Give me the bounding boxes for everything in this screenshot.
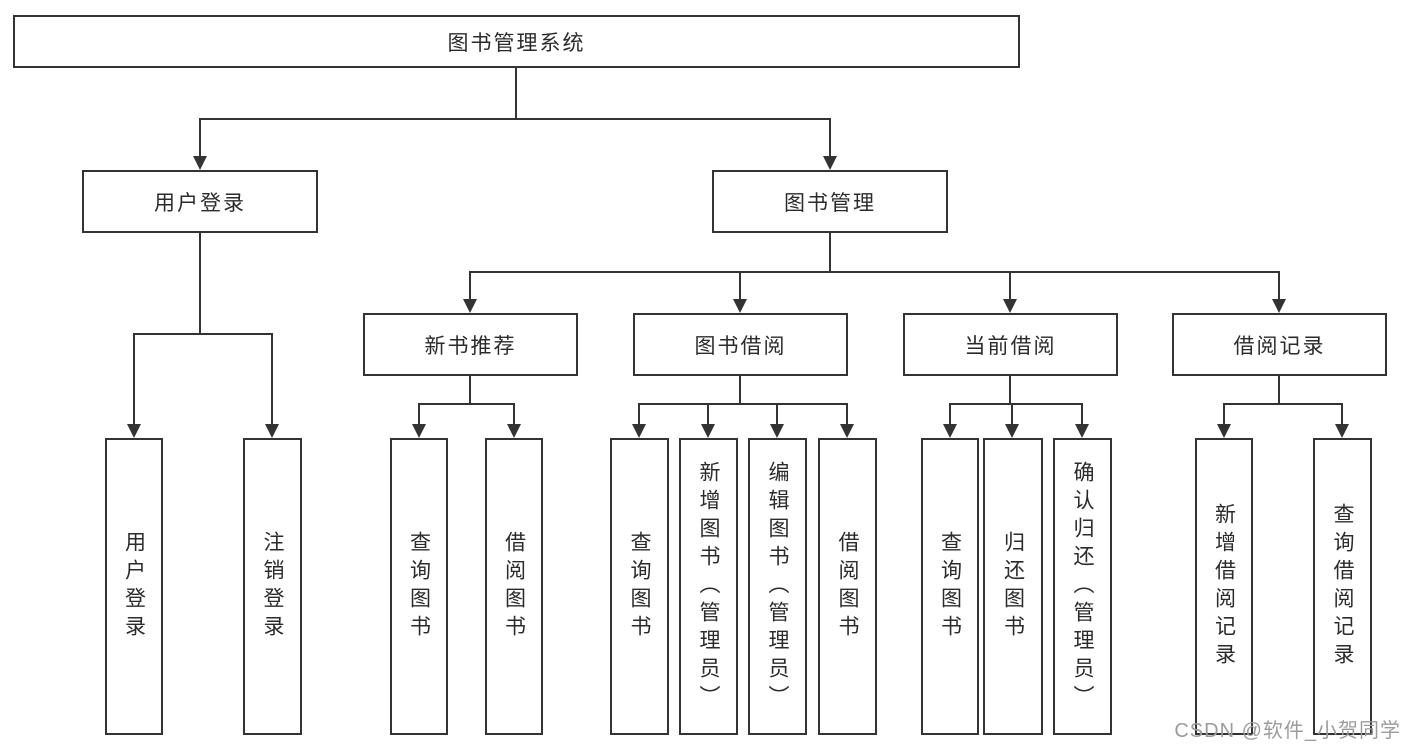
node-borrowing-records: 借阅记录 [1172, 313, 1387, 376]
node-label: 查询图书 [628, 530, 651, 643]
connector-vline [199, 233, 201, 335]
node-label: 归还图书 [1001, 530, 1025, 643]
node-label: 借阅图书 [836, 530, 859, 643]
connector-vline [271, 333, 273, 424]
node-leaf-edit-book-admin: 编辑图书（管理员） [748, 438, 807, 735]
node-label: 注销登录 [261, 530, 284, 643]
connector-vline [515, 67, 517, 120]
arrow-down-icon [1075, 424, 1089, 438]
node-leaf-borrow-books-recommend: 借阅图书 [485, 438, 543, 735]
node-current-borrowing: 当前借阅 [903, 313, 1118, 376]
connector-vline [1009, 271, 1011, 299]
node-label: 查询借阅记录 [1331, 502, 1354, 671]
node-leaf-query-books-recommend: 查询图书 [390, 438, 448, 735]
arrow-down-icon [1005, 424, 1019, 438]
node-label: 新增借阅记录 [1212, 502, 1236, 671]
node-label: 编辑图书（管理员） [766, 460, 789, 713]
arrow-down-icon [127, 424, 141, 438]
node-leaf-query-books-current: 查询图书 [921, 438, 979, 735]
connector-vline [1081, 403, 1083, 424]
node-new-book-recommendation: 新书推荐 [363, 313, 578, 376]
node-book-management: 图书管理 [712, 170, 948, 233]
connector-vline [469, 271, 471, 299]
connector-vline [418, 403, 420, 424]
arrow-down-icon [733, 299, 747, 313]
connector-vline [846, 403, 848, 424]
node-leaf-confirm-return-admin: 确认归还（管理员） [1053, 438, 1112, 735]
connector-vline [638, 403, 640, 424]
connector-hline [1224, 403, 1342, 405]
node-label: 新增图书（管理员） [697, 460, 720, 713]
arrow-down-icon [823, 156, 837, 170]
arrow-down-icon [1335, 424, 1349, 438]
connector-hline [470, 271, 1280, 273]
node-label: 确认归还（管理员） [1071, 460, 1094, 713]
connector-vline [739, 271, 741, 299]
arrow-down-icon [1272, 299, 1286, 313]
connector-vline [133, 333, 135, 424]
node-leaf-logout: 注销登录 [243, 438, 302, 735]
connector-hline [950, 403, 1082, 405]
connector-vline [829, 118, 831, 156]
node-leaf-user-login: 用户登录 [105, 438, 163, 735]
node-label: 查询图书 [938, 530, 962, 643]
connector-vline [707, 403, 709, 424]
node-book-borrowing: 图书借阅 [633, 313, 848, 376]
node-label: 图书管理 [784, 191, 876, 215]
arrow-down-icon [507, 424, 521, 438]
connector-vline [1223, 403, 1225, 424]
arrow-down-icon [632, 424, 646, 438]
node-label: 查询图书 [407, 530, 431, 643]
arrow-down-icon [265, 424, 279, 438]
connector-vline [1278, 375, 1280, 405]
connector-vline [469, 375, 471, 405]
connector-vline [513, 403, 515, 424]
node-user-login: 用户登录 [82, 170, 318, 233]
connector-vline [829, 233, 831, 273]
node-leaf-return-books: 归还图书 [983, 438, 1043, 735]
connector-vline [1009, 375, 1011, 405]
connector-vline [949, 403, 951, 424]
connector-vline [1011, 403, 1013, 424]
arrow-down-icon [1003, 299, 1017, 313]
arrow-down-icon [1217, 424, 1231, 438]
node-leaf-query-borrow-record: 查询借阅记录 [1313, 438, 1372, 735]
node-leaf-borrow-books: 借阅图书 [818, 438, 877, 735]
connector-vline [776, 403, 778, 424]
node-label: 借阅图书 [502, 530, 526, 643]
arrow-down-icon [943, 424, 957, 438]
connector-hline [419, 403, 514, 405]
arrow-down-icon [770, 424, 784, 438]
node-label: 借阅记录 [1233, 334, 1326, 358]
connector-vline [199, 118, 201, 156]
node-leaf-add-book-admin: 新增图书（管理员） [679, 438, 738, 735]
node-leaf-query-books-borrowing: 查询图书 [610, 438, 669, 735]
connector-vline [1278, 271, 1280, 299]
connector-hline [199, 118, 831, 120]
node-label: 用户登录 [122, 530, 146, 643]
node-label: 图书管理系统 [447, 31, 586, 55]
arrow-down-icon [463, 299, 477, 313]
node-leaf-add-borrow-record: 新增借阅记录 [1195, 438, 1253, 735]
arrow-down-icon [412, 424, 426, 438]
watermark: CSDN @软件_小贺同学 [1174, 720, 1401, 742]
connector-hline [134, 333, 272, 335]
connector-hline [639, 403, 847, 405]
node-label: 用户登录 [154, 191, 246, 215]
arrow-down-icon [193, 156, 207, 170]
arrow-down-icon [701, 424, 715, 438]
node-label: 新书推荐 [424, 334, 517, 358]
connector-vline [1341, 403, 1343, 424]
node-library-system: 图书管理系统 [13, 15, 1020, 68]
node-label: 当前借阅 [964, 334, 1057, 358]
arrow-down-icon [840, 424, 854, 438]
connector-vline [739, 375, 741, 405]
node-label: 图书借阅 [694, 334, 787, 358]
